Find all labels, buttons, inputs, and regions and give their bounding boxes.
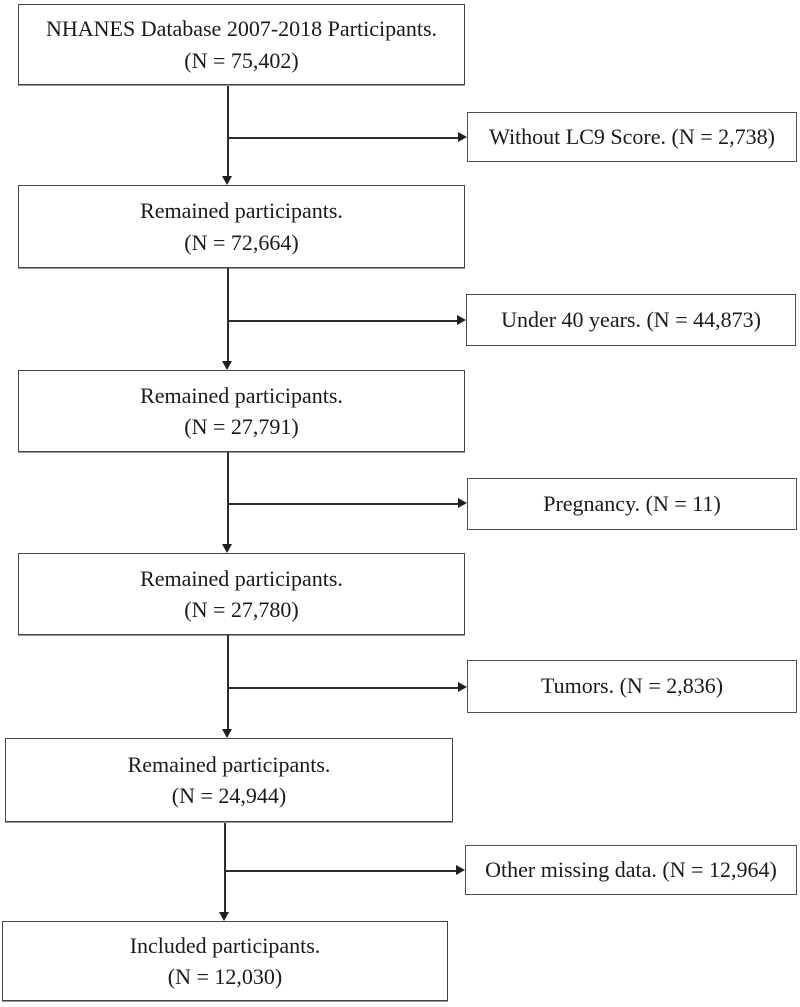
down-arrow-icon xyxy=(219,912,229,921)
flow-box-count: (N = 72,664) xyxy=(184,229,299,255)
flow-box-count: (N = 12,030) xyxy=(167,964,283,989)
exclusion-box-without-lc9: Without LC9 Score. (N = 2,738) xyxy=(467,112,797,162)
connector-line-1 xyxy=(227,86,229,177)
connector-line-2 xyxy=(227,268,229,362)
exclusion-box-pregnancy: Pregnancy. (N = 11) xyxy=(467,478,797,530)
flow-box-label: Remained participants. xyxy=(127,751,331,777)
exclusion-label: Without LC9 Score. (N = 2,738) xyxy=(489,123,775,149)
exclusion-label: Under 40 years. (N = 44,873) xyxy=(501,306,761,332)
flow-box-label: Remained participants. xyxy=(140,198,343,224)
down-arrow-icon xyxy=(222,361,232,370)
exclusion-label: Tumors. (N = 2,836) xyxy=(540,673,724,699)
right-arrow-icon xyxy=(456,864,465,875)
down-arrow-icon xyxy=(222,729,232,738)
flow-box-count: (N = 27,791) xyxy=(184,414,299,439)
right-arrow-icon xyxy=(458,497,467,508)
down-arrow-icon xyxy=(222,176,232,185)
branch-line-2 xyxy=(227,320,458,322)
connector-line-4 xyxy=(227,635,229,729)
branch-line-5 xyxy=(224,870,457,872)
flow-box-remained-2: Remained participants. (N = 27,791) xyxy=(18,370,465,452)
flow-box-label: Remained participants. xyxy=(140,382,343,408)
flow-box-included: Included participants. (N = 12,030) xyxy=(2,921,448,1001)
exclusion-box-tumors: Tumors. (N = 2,836) xyxy=(467,660,797,713)
connector-line-5 xyxy=(224,823,226,912)
branch-line-4 xyxy=(227,687,459,689)
flow-box-remained-4: Remained participants. (N = 24,944) xyxy=(5,738,453,822)
flow-box-source-population: NHANES Database 2007-2018 Participants. … xyxy=(18,4,465,85)
flow-box-label: Remained participants. xyxy=(140,565,343,591)
flow-box-count: (N = 24,944) xyxy=(171,783,287,808)
down-arrow-icon xyxy=(222,544,232,553)
right-arrow-icon xyxy=(458,131,467,142)
branch-line-3 xyxy=(227,503,459,505)
flow-box-remained-1: Remained participants. (N = 72,664) xyxy=(18,185,465,268)
flow-box-count: (N = 27,780) xyxy=(184,597,299,622)
flow-box-count: (N = 75,402) xyxy=(184,47,299,73)
flow-box-label: Included participants. xyxy=(129,932,321,958)
flow-box-label: NHANES Database 2007-2018 Participants. xyxy=(45,16,438,42)
flow-box-remained-3: Remained participants. (N = 27,780) xyxy=(18,553,465,635)
right-arrow-icon xyxy=(457,314,466,325)
right-arrow-icon xyxy=(458,681,467,692)
branch-line-1 xyxy=(227,137,459,139)
exclusion-box-other-missing: Other missing data. (N = 12,964) xyxy=(465,845,797,895)
exclusion-box-under-40: Under 40 years. (N = 44,873) xyxy=(466,294,796,346)
connector-line-3 xyxy=(227,452,229,544)
exclusion-label: Other missing data. (N = 12,964) xyxy=(485,856,777,882)
exclusion-label: Pregnancy. (N = 11) xyxy=(543,490,721,516)
